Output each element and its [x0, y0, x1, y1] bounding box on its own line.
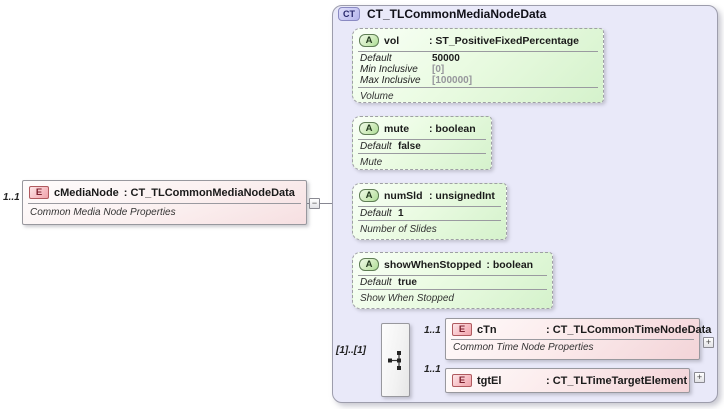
facet-table: Default false	[353, 140, 491, 153]
element-annotation: Common Time Node Properties	[453, 342, 594, 353]
divider	[28, 203, 301, 204]
expand-icon[interactable]: +	[703, 337, 714, 348]
divider	[358, 220, 501, 221]
attribute-annotation: Show When Stopped	[360, 293, 454, 304]
sequence-cardinality-label: [1]..[1]	[336, 345, 366, 356]
facet-row: Default false	[353, 141, 491, 152]
divider	[451, 339, 694, 340]
attribute-type: : ST_PositiveFixedPercentage	[429, 34, 579, 47]
attribute-title-row: A showWhenStopped : boolean	[353, 253, 552, 275]
tgtel-cardinality-label: 1..1	[424, 364, 441, 375]
facet-row: Max Inclusive [100000]	[353, 75, 603, 86]
facet-value: 50000	[432, 53, 460, 64]
attribute-node-mute[interactable]: A mute : boolean Default false Mute	[352, 116, 492, 170]
facet-label: Max Inclusive	[360, 75, 421, 86]
collapse-icon[interactable]: −	[309, 198, 320, 209]
attribute-title-row: A mute : boolean	[353, 117, 491, 139]
attribute-type: : boolean	[486, 258, 534, 271]
complex-type-title: CT_TLCommonMediaNodeData	[367, 7, 547, 21]
element-title-row: E cMediaNode : CT_TLCommonMediaNodeData	[23, 181, 306, 203]
attribute-icon: A	[359, 189, 379, 202]
root-cardinality-label: 1..1	[3, 192, 20, 203]
element-title-row: E cTn : CT_TLCommonTimeNodeData	[446, 319, 711, 339]
divider	[358, 206, 501, 207]
attribute-node-showwhenstopped[interactable]: A showWhenStopped : boolean Default true…	[352, 252, 553, 309]
attribute-type: : boolean	[429, 122, 476, 135]
complex-type-icon: CT	[338, 7, 360, 21]
element-name: tgtEl	[477, 374, 502, 387]
facet-row: Default 1	[353, 208, 506, 219]
facet-value: false	[398, 141, 421, 152]
sequence-icon	[388, 350, 401, 370]
facet-value: 1	[398, 208, 404, 219]
element-node-ctn[interactable]: E cTn : CT_TLCommonTimeNodeData Common T…	[445, 318, 711, 360]
attribute-type: : unsignedInt	[429, 189, 495, 202]
element-type: : CT_TLCommonMediaNodeData	[123, 186, 295, 199]
element-title-row: E tgtEl : CT_TLTimeTargetElement	[446, 374, 689, 387]
element-icon: E	[452, 323, 472, 336]
element-annotation: Common Media Node Properties	[30, 207, 176, 218]
attribute-icon: A	[359, 122, 379, 135]
divider	[358, 139, 486, 140]
facet-label: Default	[360, 277, 392, 288]
element-icon: E	[29, 186, 49, 199]
element-name: cMediaNode	[54, 186, 119, 199]
attribute-annotation: Mute	[360, 157, 383, 168]
facet-label: Default	[360, 208, 392, 219]
complex-type-header: CT CT_TLCommonMediaNodeData	[338, 7, 546, 21]
facet-table: Default 50000 Min Inclusive [0] Max Incl…	[353, 52, 603, 87]
attribute-annotation: Volume	[360, 91, 394, 102]
facet-value: true	[398, 277, 417, 288]
ctn-cardinality-label: 1..1	[424, 325, 441, 336]
expand-icon[interactable]: +	[694, 372, 705, 383]
attribute-icon: A	[359, 34, 379, 47]
attribute-node-vol[interactable]: A vol : ST_PositiveFixedPercentage Defau…	[352, 28, 604, 103]
attribute-name: numSld	[384, 189, 423, 202]
facet-label: Default	[360, 53, 392, 64]
attribute-title-row: A vol : ST_PositiveFixedPercentage	[353, 29, 603, 51]
divider	[358, 153, 486, 154]
divider	[358, 289, 547, 290]
attribute-name: vol	[384, 34, 400, 47]
element-type: : CT_TLTimeTargetElement	[546, 374, 688, 387]
element-icon: E	[452, 374, 472, 387]
facet-value: [0]	[432, 64, 445, 75]
divider	[358, 275, 547, 276]
facet-row: Default 50000	[353, 53, 603, 64]
facet-table: Default 1	[353, 207, 506, 220]
attribute-title-row: A numSld : unsignedInt	[353, 184, 506, 206]
element-type: : CT_TLCommonTimeNodeData	[546, 323, 712, 336]
attribute-name: showWhenStopped	[384, 258, 482, 271]
sequence-compositor[interactable]	[381, 323, 410, 397]
facet-row: Default true	[353, 277, 552, 288]
facet-label: Min Inclusive	[360, 64, 418, 75]
element-node-tgtel[interactable]: E tgtEl : CT_TLTimeTargetElement	[445, 368, 690, 393]
attribute-icon: A	[359, 258, 379, 271]
divider	[358, 87, 598, 88]
facet-label: Default	[360, 141, 392, 152]
attribute-name: mute	[384, 122, 410, 135]
facet-value: [100000]	[432, 75, 473, 86]
facet-table: Default true	[353, 276, 552, 289]
attribute-annotation: Number of Slides	[360, 224, 437, 235]
divider	[358, 51, 598, 52]
element-name: cTn	[477, 323, 497, 336]
element-node-cmedianode[interactable]: E cMediaNode : CT_TLCommonMediaNodeData …	[22, 180, 307, 225]
attribute-node-numsld[interactable]: A numSld : unsignedInt Default 1 Number …	[352, 183, 507, 240]
facet-row: Min Inclusive [0]	[353, 64, 603, 75]
